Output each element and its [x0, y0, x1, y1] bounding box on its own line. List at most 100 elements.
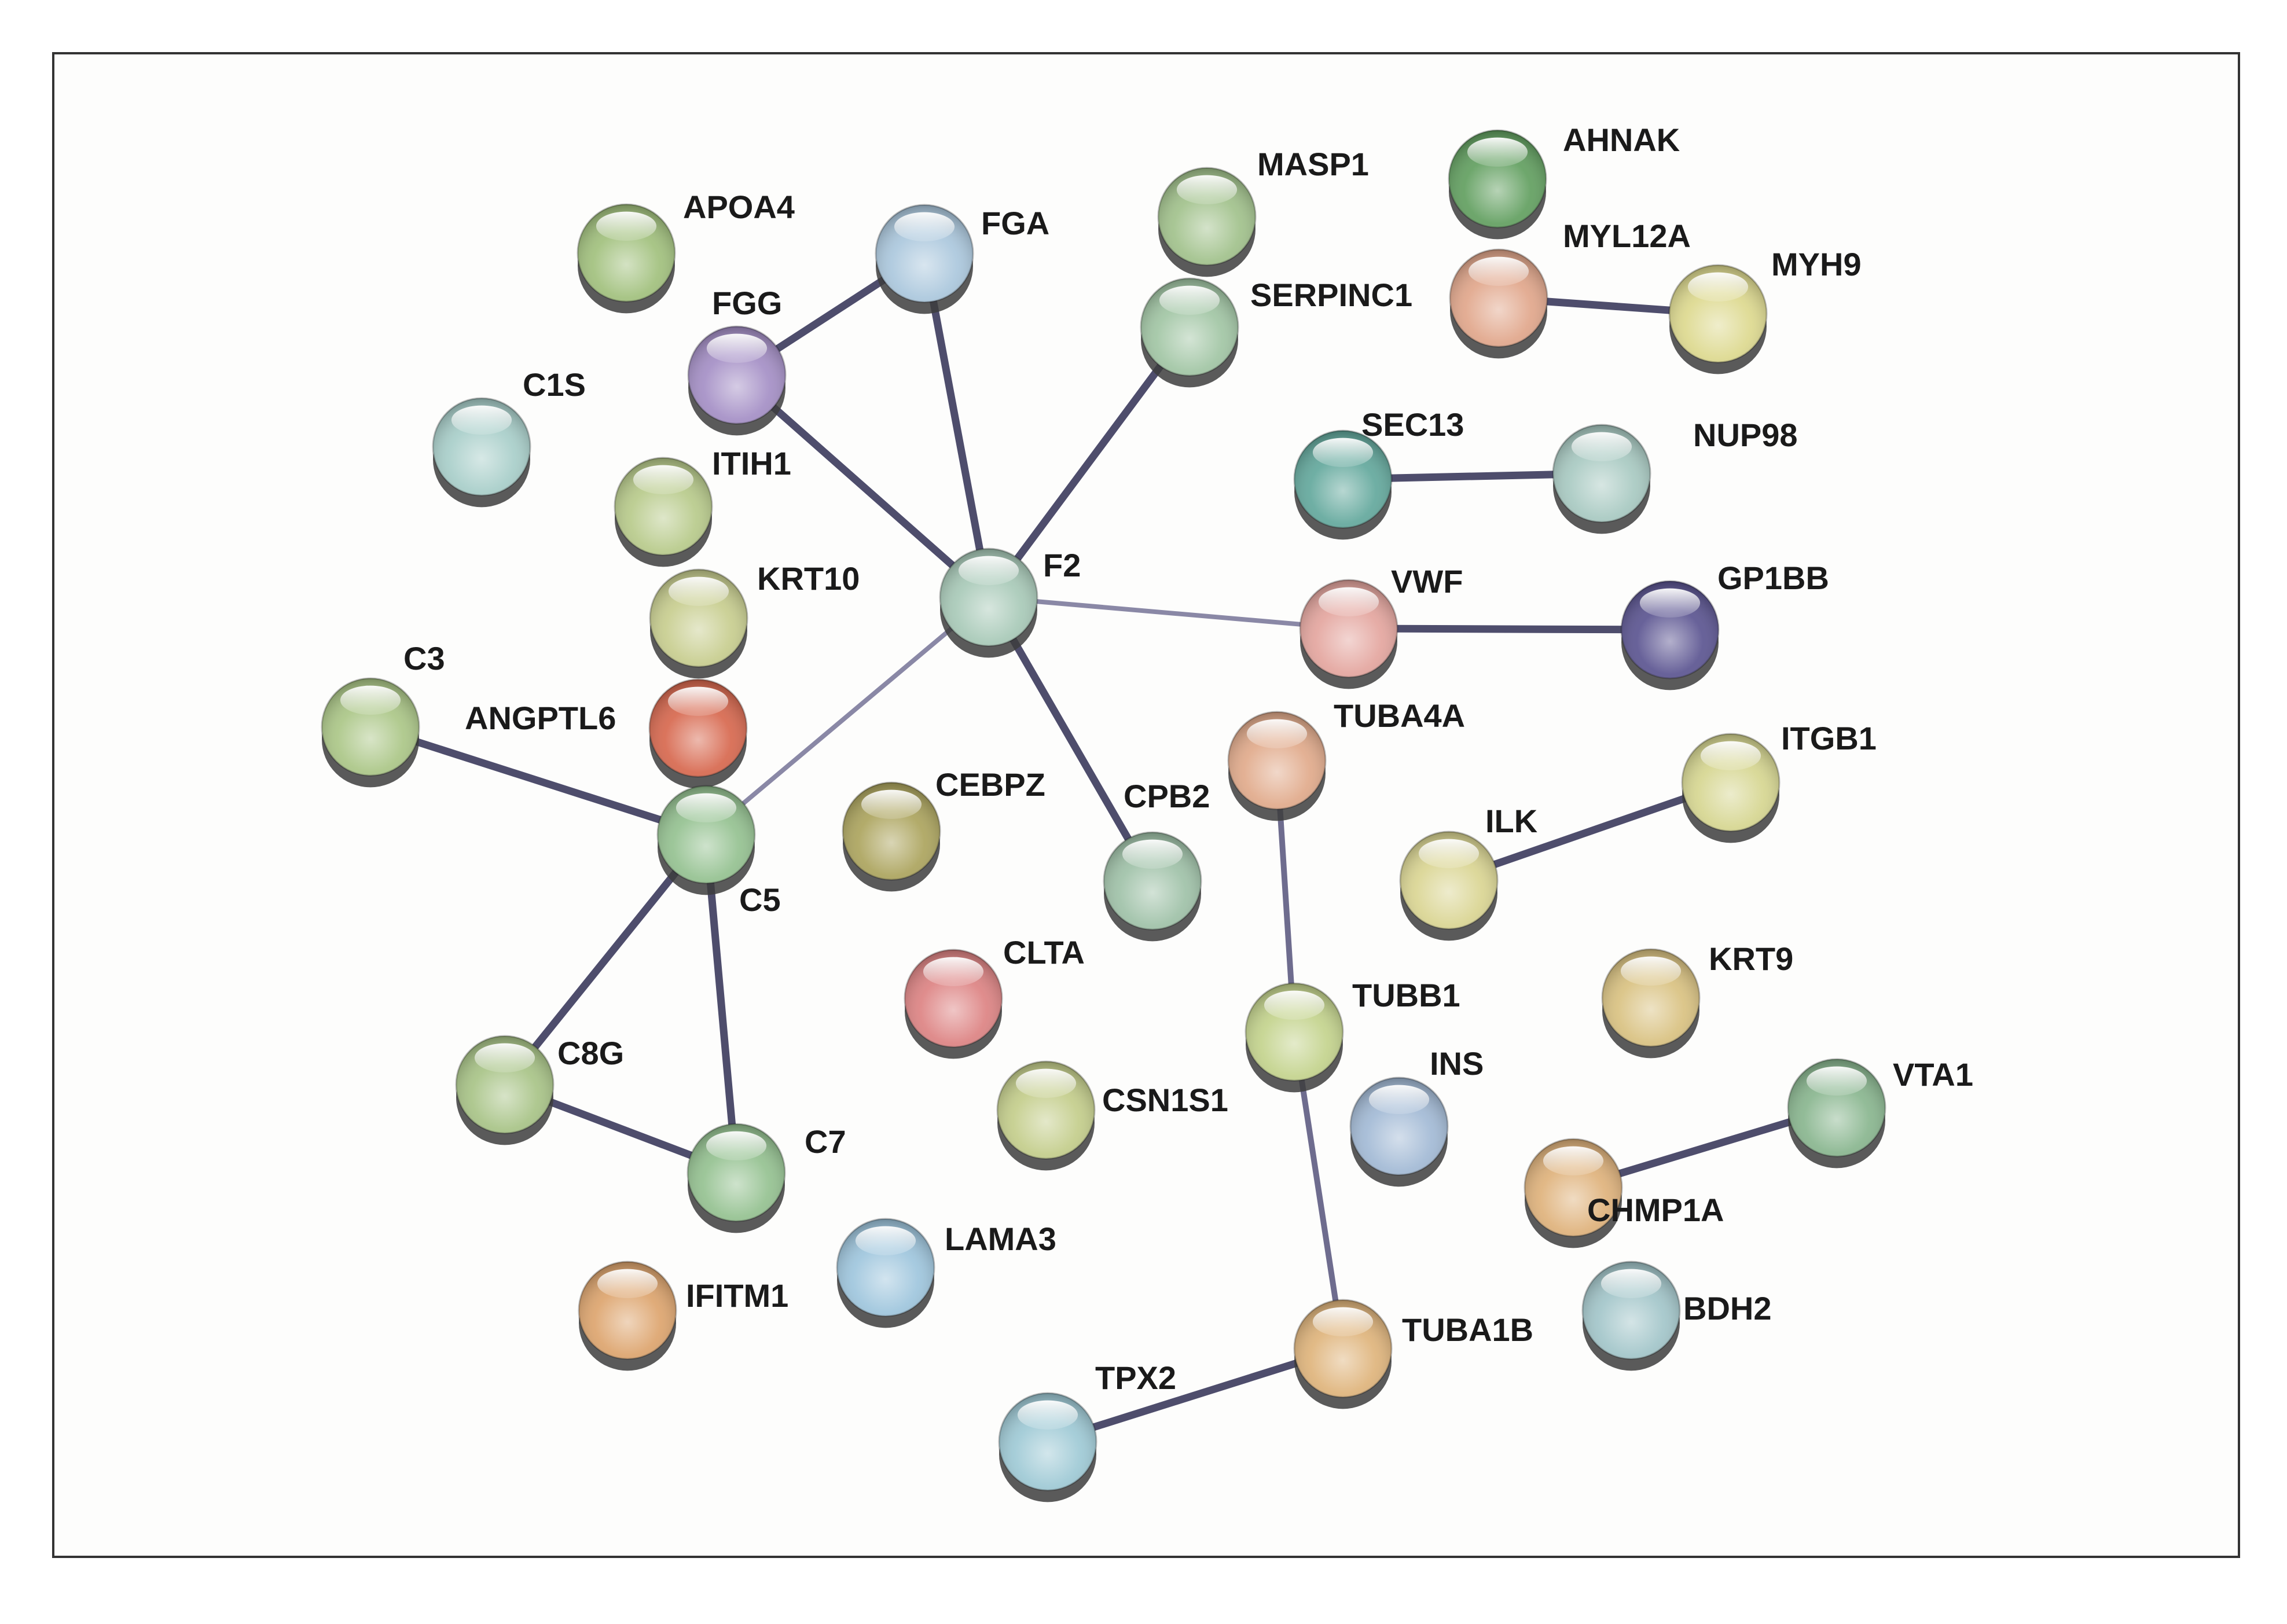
node-label-krt10: KRT10 [757, 560, 860, 597]
node-tpx2[interactable]: TPX2 [998, 1360, 1176, 1502]
node-highlight [1600, 1269, 1662, 1298]
node-label-tuba4a: TUBA4A [1334, 697, 1465, 734]
node-label-fga: FGA [981, 205, 1049, 241]
node-sec13[interactable]: SEC13 [1293, 406, 1464, 540]
node-label-itih1: ITIH1 [712, 445, 791, 482]
node-highlight [923, 957, 984, 987]
node-highlight [1418, 839, 1480, 869]
node-highlight [1246, 719, 1308, 749]
node-fgg[interactable]: FGG [687, 285, 787, 436]
node-highlight [861, 789, 922, 820]
node-apoa4[interactable]: APOA4 [577, 189, 795, 314]
node-csn1s1[interactable]: CSN1S1 [996, 1060, 1228, 1171]
node-cebpz[interactable]: CEBPZ [842, 766, 1045, 892]
node-highlight [855, 1226, 916, 1255]
node-c3[interactable]: C3 [321, 640, 445, 788]
node-highlight [894, 212, 955, 241]
node-highlight [1159, 285, 1220, 315]
node-highlight [633, 465, 694, 494]
node-highlight [1368, 1085, 1430, 1115]
node-vta1[interactable]: VTA1 [1787, 1056, 1973, 1169]
node-masp1[interactable]: MASP1 [1157, 146, 1369, 277]
node-highlight [1467, 137, 1528, 167]
node-label-c7: C7 [805, 1123, 846, 1160]
node-label-ins: INS [1430, 1045, 1484, 1082]
node-label-c1s: C1S [523, 366, 586, 403]
node-itgb1[interactable]: ITGB1 [1681, 720, 1877, 843]
node-label-clta: CLTA [1003, 934, 1085, 971]
node-highlight [1264, 990, 1325, 1020]
node-label-gp1bb: GP1BB [1717, 560, 1829, 596]
node-highlight [597, 1269, 658, 1298]
node-highlight [1122, 839, 1183, 869]
node-label-bdh2: BDH2 [1683, 1290, 1771, 1327]
node-ifitm1[interactable]: IFITM1 [578, 1261, 788, 1371]
node-highlight [596, 211, 657, 241]
node-label-myh9: MYH9 [1771, 246, 1862, 282]
node-highlight [1700, 741, 1761, 771]
node-cpb2[interactable]: CPB2 [1103, 778, 1210, 942]
node-highlight [1318, 587, 1379, 616]
node-c5[interactable]: C5 [656, 785, 781, 918]
node-highlight [1620, 956, 1682, 986]
node-label-c5: C5 [739, 881, 781, 918]
node-ins[interactable]: INS [1349, 1045, 1484, 1187]
node-label-f2: F2 [1043, 547, 1081, 583]
node-label-csn1s1: CSN1S1 [1102, 1082, 1228, 1118]
edge-f2-vwf [986, 595, 1351, 631]
node-label-chmp1a: CHMP1A [1587, 1192, 1724, 1228]
node-highlight [706, 333, 768, 363]
node-tubb1[interactable]: TUBB1 [1245, 977, 1460, 1093]
node-clta[interactable]: CLTA [904, 934, 1085, 1059]
node-label-masp1: MASP1 [1257, 146, 1369, 182]
node-c8g[interactable]: C8G [455, 1035, 624, 1145]
node-highlight [340, 685, 401, 715]
edge-tuba1b-tpx2 [1044, 1344, 1347, 1446]
node-label-krt9: KRT9 [1709, 940, 1793, 977]
edge-c3-c5 [366, 723, 710, 839]
node-highlight [1687, 272, 1749, 302]
node-ahnak[interactable]: AHNAK [1448, 122, 1680, 240]
node-vwf[interactable]: VWF [1299, 563, 1463, 689]
node-itih1[interactable]: ITIH1 [614, 445, 791, 567]
node-bdh2[interactable]: BDH2 [1581, 1261, 1771, 1371]
node-myl12a[interactable]: MYL12A [1449, 218, 1691, 359]
node-chmp1a[interactable]: CHMP1A [1524, 1138, 1724, 1248]
node-highlight [1312, 1307, 1374, 1336]
node-myh9[interactable]: MYH9 [1668, 246, 1862, 374]
node-krt9[interactable]: KRT9 [1601, 940, 1793, 1059]
node-label-tuba1b: TUBA1B [1402, 1311, 1533, 1348]
node-tuba4a[interactable]: TUBA4A [1227, 697, 1465, 821]
node-highlight [1639, 588, 1701, 618]
edge-vwf-gp1bb [1345, 624, 1674, 634]
node-label-ifitm1: IFITM1 [686, 1277, 788, 1314]
node-c7[interactable]: C7 [687, 1123, 846, 1233]
node-highlight [1312, 438, 1374, 467]
node-label-cpb2: CPB2 [1124, 778, 1210, 814]
node-ilk[interactable]: ILK [1399, 803, 1537, 941]
node-f2[interactable]: F2 [939, 547, 1081, 658]
node-highlight [1571, 432, 1632, 461]
node-highlight [1176, 175, 1238, 204]
node-label-myl12a: MYL12A [1563, 218, 1691, 254]
node-label-fgg: FGG [712, 285, 782, 321]
node-angptl6[interactable]: ANGPTL6 [465, 678, 748, 789]
node-label-c3: C3 [403, 640, 445, 677]
node-highlight [676, 793, 737, 823]
node-gp1bb[interactable]: GP1BB [1620, 560, 1829, 690]
node-highlight [1543, 1146, 1604, 1176]
frame-border [52, 52, 2240, 1558]
node-label-vwf: VWF [1391, 563, 1463, 600]
node-tuba1b[interactable]: TUBA1B [1293, 1299, 1533, 1409]
node-label-c8g: C8G [557, 1035, 624, 1071]
node-serpinc1[interactable]: SERPINC1 [1140, 277, 1412, 388]
node-c1s[interactable]: C1S [432, 366, 586, 508]
node-fga[interactable]: FGA [875, 204, 1049, 314]
node-highlight [1806, 1066, 1867, 1096]
node-lama3[interactable]: LAMA3 [836, 1218, 1056, 1328]
node-highlight [451, 405, 512, 435]
node-highlight [667, 686, 729, 717]
node-krt10[interactable]: KRT10 [649, 560, 860, 679]
node-nup98[interactable]: NUP98 [1552, 417, 1798, 534]
